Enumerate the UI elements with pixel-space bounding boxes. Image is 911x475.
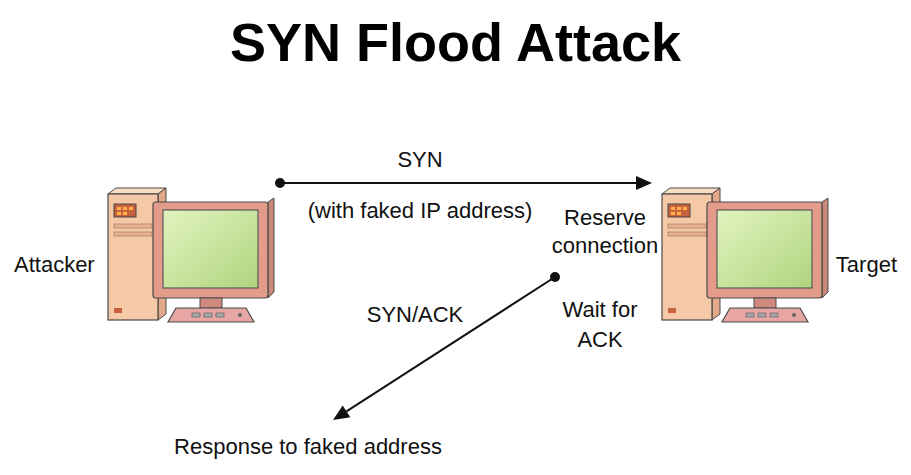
syn-arrow xyxy=(280,182,636,184)
edge-label: SYN xyxy=(340,146,500,174)
start-dot xyxy=(550,272,560,282)
arrow-head xyxy=(333,405,350,420)
computer-node: Target xyxy=(652,175,903,355)
annotation-label: (with faked IP address) xyxy=(270,197,570,225)
arrow-head xyxy=(636,176,652,190)
response-arrow-line xyxy=(347,277,556,411)
computer-illustration xyxy=(662,188,828,322)
computer-node: Attacker xyxy=(10,175,280,355)
annotation-label: Reserve connection xyxy=(545,204,665,260)
annotation-label: Response to faked address xyxy=(158,433,458,461)
annotation-label: Wait for ACK xyxy=(550,295,650,355)
diagram-title: SYN Flood Attack xyxy=(0,10,911,74)
connector-group xyxy=(275,176,652,190)
computer-illustration xyxy=(108,188,274,322)
node-label: Target xyxy=(836,251,897,279)
start-dot xyxy=(275,178,285,188)
annotation-label: SYN/ACK xyxy=(335,301,495,329)
node-label: Attacker xyxy=(14,251,95,279)
